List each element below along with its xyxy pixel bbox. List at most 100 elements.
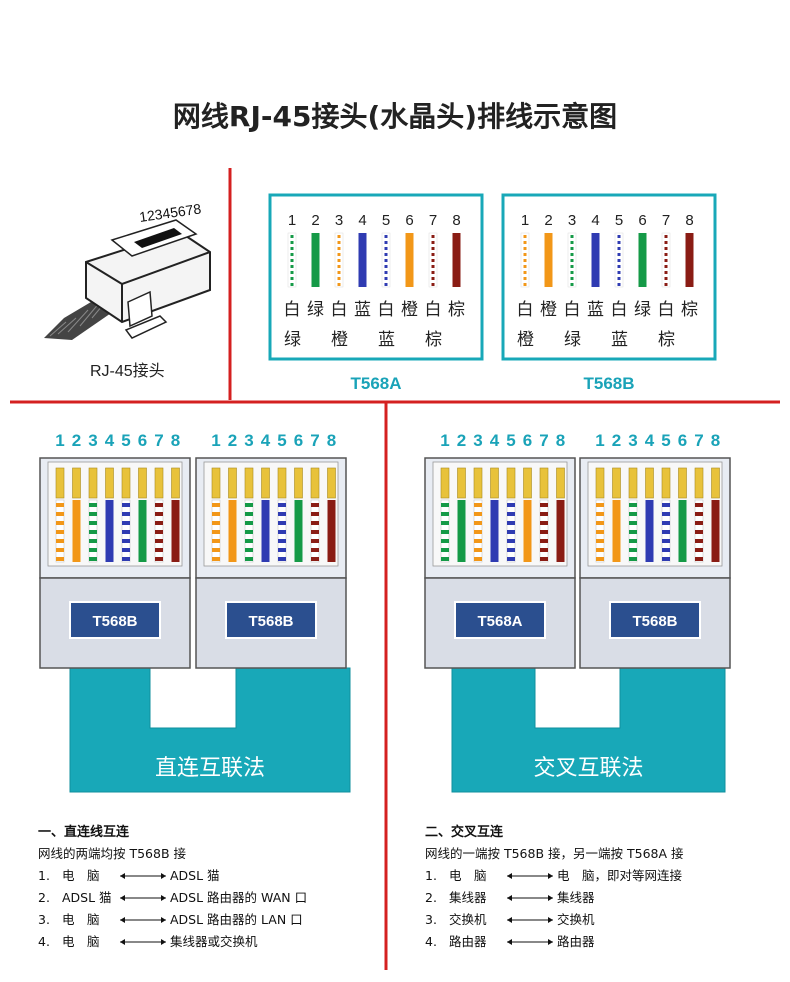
wire-label-top: 绿: [307, 300, 324, 320]
gold-contact: [55, 467, 65, 499]
wire-stripe: [523, 253, 527, 256]
plug-wire: [490, 500, 499, 562]
plug-wire-stripe: [56, 557, 64, 561]
plug-wire-stripe: [474, 503, 482, 507]
wire-stripe: [664, 259, 668, 262]
arrowhead-icon: [507, 873, 553, 879]
gold-contact: [628, 467, 638, 499]
wire-stripe: [523, 283, 527, 286]
plug-pin-number: 4: [261, 431, 271, 450]
wire-stripe: [570, 241, 574, 244]
plug-wire-stripe: [507, 512, 515, 516]
wire-stripe: [337, 259, 341, 262]
plug-wire-stripe: [540, 521, 548, 525]
gold-contact: [244, 467, 254, 499]
wire-6: [638, 233, 647, 287]
note-item-right: 交换机: [557, 912, 595, 927]
wire-stripe: [337, 247, 341, 250]
plug-wire-stripe: [245, 512, 253, 516]
pin-number: 2: [311, 212, 319, 229]
arrowhead-icon: [120, 895, 166, 901]
wire-stripe: [664, 277, 668, 280]
plug-wire: [294, 500, 303, 562]
gold-contact: [539, 467, 549, 499]
plug-wire-stripe: [695, 557, 703, 561]
plug-pin-number: 7: [310, 431, 319, 450]
pin-number: 7: [429, 212, 437, 229]
plug-wire-stripe: [596, 539, 604, 543]
plug-wire-stripe: [596, 521, 604, 525]
gold-contact: [261, 467, 270, 499]
gold-contact: [105, 467, 114, 499]
wire-stripe: [570, 247, 574, 250]
plug-wire-stripe: [89, 521, 97, 525]
plug-wire-stripe: [311, 530, 319, 534]
plug-wire-stripe: [441, 503, 449, 507]
wire-label-top: 蓝: [354, 300, 371, 320]
plug-wire-stripe: [662, 548, 670, 552]
wire-stripe: [384, 253, 388, 256]
note-item-right: 集线器: [557, 890, 595, 905]
wire-stripe: [337, 253, 341, 256]
plug-wire-stripe: [212, 512, 220, 516]
plug-wire-stripe: [441, 548, 449, 552]
arrowhead-icon: [120, 917, 166, 923]
wire-stripe: [617, 241, 621, 244]
wire-stripe: [523, 259, 527, 262]
wire-label-top: 棕: [681, 300, 698, 320]
wire-label-bottom: 棕: [425, 330, 442, 350]
note-item-left: ADSL 猫: [62, 890, 112, 905]
wire-stripe: [337, 277, 341, 280]
plug-pin-number: 8: [556, 431, 565, 450]
gold-contact: [595, 467, 605, 499]
plug-wire-stripe: [662, 521, 670, 525]
plug-wire-stripe: [311, 503, 319, 507]
gold-contact: [228, 467, 237, 499]
wire-label-top: 白: [658, 300, 675, 320]
wire-stripe: [664, 271, 668, 274]
note-item-right: 集线器或交换机: [170, 934, 258, 949]
plug-standard-label: T568A: [477, 613, 522, 630]
plug-wire-stripe: [507, 530, 515, 534]
standard-name: T568B: [583, 374, 634, 393]
plug-wire-stripe: [540, 503, 548, 507]
wire-label-top: 橙: [401, 300, 418, 320]
plug-wire-stripe: [278, 530, 286, 534]
wire-label-bottom: 橙: [517, 330, 534, 350]
plug-wire-stripe: [629, 530, 637, 534]
gold-contact: [490, 467, 499, 499]
pin-number: 2: [544, 212, 552, 229]
wire-stripe: [290, 235, 294, 238]
plug-wire-stripe: [474, 521, 482, 525]
plug-wire-stripe: [441, 512, 449, 516]
plug-standard-badge: [609, 601, 701, 639]
plug-standard-badge: [225, 601, 317, 639]
plug-wire-stripe: [695, 539, 703, 543]
plug-wire-stripe: [540, 548, 548, 552]
plug-standard-label: T568B: [92, 613, 137, 630]
wire-label-top: 蓝: [587, 300, 604, 320]
note-item-left: 电 脑: [62, 912, 100, 927]
plug-wire-stripe: [122, 557, 130, 561]
wire-label-bottom: 蓝: [611, 330, 628, 350]
plug-pin-number: 2: [457, 431, 466, 450]
plug-wire-stripe: [278, 512, 286, 516]
gold-contact: [138, 467, 147, 499]
plug-pin-number: 5: [277, 431, 286, 450]
note-item-left: 电 脑: [62, 868, 100, 883]
wire-8: [685, 233, 694, 287]
wire-stripe: [617, 277, 621, 280]
plug-wire-stripe: [662, 557, 670, 561]
note-item-right: ADSL 路由器的 WAN 口: [170, 890, 307, 905]
plug-wire-stripe: [56, 512, 64, 516]
plug-wire-stripe: [695, 503, 703, 507]
wire-stripe: [431, 259, 435, 262]
gold-contact: [211, 467, 221, 499]
wire-4: [358, 233, 367, 287]
plug-wire-stripe: [155, 512, 163, 516]
plug-wire-stripe: [629, 521, 637, 525]
wire-stripe: [290, 277, 294, 280]
plug-wire: [72, 500, 81, 562]
wire-2: [544, 233, 553, 287]
